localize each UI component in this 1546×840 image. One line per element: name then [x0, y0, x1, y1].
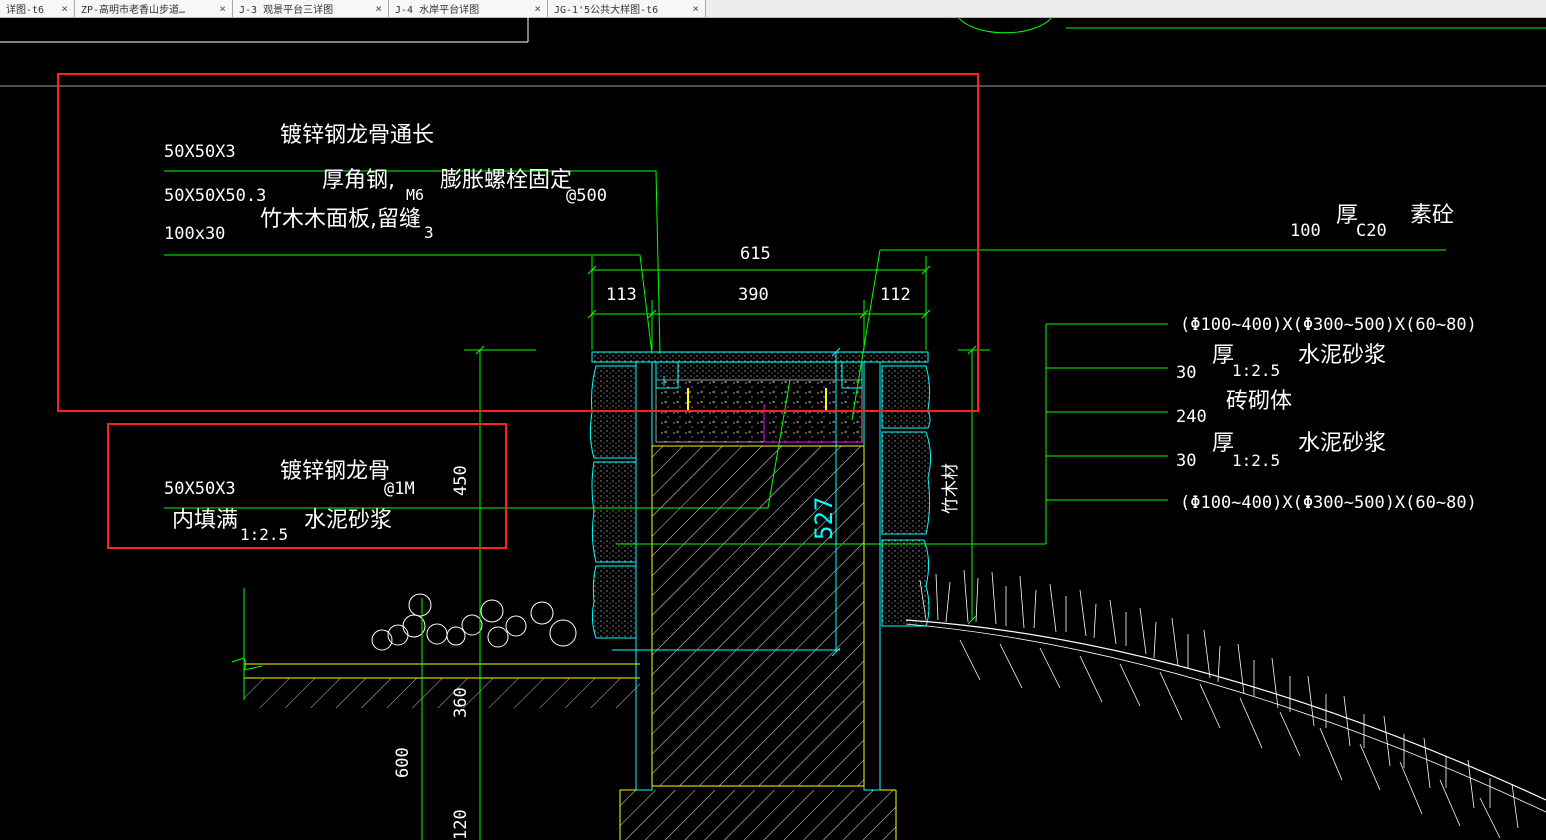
spec-spacing: @500: [566, 186, 607, 206]
close-icon[interactable]: ×: [692, 2, 699, 15]
tab-label: J-4 水岸平台详图: [395, 5, 480, 16]
leader-lines: [164, 170, 1446, 545]
mortar2-text-thick: 厚: [1212, 431, 1234, 456]
spec-text-angle: 厚角钢,: [322, 168, 395, 193]
mortar1-text: 水泥砂浆: [1298, 343, 1386, 368]
retaining-wall-section: [591, 351, 929, 840]
spec-size-keel: 50X50X3: [164, 142, 236, 162]
stone-cladding-left: [589, 365, 637, 639]
close-icon[interactable]: ×: [375, 2, 382, 15]
tab-drawing-3[interactable]: J-3 观景平台三详图 ×: [233, 0, 389, 17]
spec-gap: 3: [424, 223, 434, 242]
slab-thickness: 100: [1290, 221, 1321, 241]
background-frame: [0, 17, 1546, 87]
ground-left: [231, 588, 640, 708]
dim-height-527: 527: [810, 497, 838, 540]
mortar2-ratio: 1:2.5: [1232, 451, 1280, 470]
mortar1-ratio: 1:2.5: [1232, 361, 1280, 380]
mortar1-text-thick: 厚: [1212, 343, 1234, 368]
tab-label: ZP-高明市老香山步道…: [81, 5, 186, 16]
tab-bar: 详图-t6 × ZP-高明市老香山步道… × J-3 观景平台三详图 × J-4 水岸…: [0, 0, 1546, 18]
dim-middle: 390: [738, 285, 769, 305]
mortar2-text: 水泥砂浆: [1298, 431, 1386, 456]
dim-right: 112: [880, 285, 911, 305]
brick-thickness: 240: [1176, 407, 1207, 427]
spec-text-mortar: 水泥砂浆: [304, 508, 392, 533]
dim-lower-120: 120: [451, 809, 471, 840]
dim-total: 615: [740, 244, 771, 264]
spec-ratio: 1:2.5: [240, 525, 288, 544]
brick-text: 砖砌体: [1226, 389, 1292, 414]
highlight-box-keel: [107, 423, 507, 549]
inner-dimension: [612, 347, 841, 657]
highlight-box-deck: [57, 73, 979, 412]
slab-grade: C20: [1356, 221, 1387, 241]
spec-text-bolt: 膨胀螺栓固定: [440, 168, 572, 193]
annotation-group-right: 100 厚 C20 素砼 (Φ100~400)X(Φ300~500)X(60~8…: [941, 203, 1477, 514]
cad-drawing-canvas[interactable]: 50X50X3 镀锌钢龙骨通长 50X50X50.3 厚角钢, M6 膨胀螺栓固…: [0, 17, 1546, 840]
dim-left: 113: [606, 285, 637, 305]
spec-bolt-size: M6: [406, 186, 424, 204]
spec-text-fill: 内填满: [172, 508, 238, 533]
annotation-group-mid: 50X50X3 镀锌钢龙骨 @1M 内填满 1:2.5 水泥砂浆: [164, 459, 415, 544]
tab-drawing-2[interactable]: ZP-高明市老香山步道… ×: [75, 0, 233, 17]
dim-lower-360: 360: [451, 687, 471, 718]
tab-label: JG-1'5公共大样图-t6: [554, 5, 659, 16]
dim-lower-600: 600: [393, 747, 413, 778]
close-icon[interactable]: ×: [534, 2, 541, 15]
close-icon[interactable]: ×: [61, 2, 68, 15]
slab-text-concrete: 素砼: [1410, 203, 1454, 228]
vertical-label: 竹木材: [941, 463, 961, 514]
stone-cladding-right: [881, 365, 932, 627]
slab-text-thick: 厚: [1336, 203, 1358, 228]
mortar2-thickness: 30: [1176, 451, 1196, 471]
close-icon[interactable]: ×: [219, 2, 226, 15]
spec-size-keel-2: 50X50X3: [164, 479, 236, 499]
spec-size-board: 100x30: [164, 224, 225, 244]
tab-drawing-5[interactable]: JG-1'5公共大样图-t6 ×: [548, 0, 706, 17]
gravel-stones: [371, 593, 577, 651]
mortar1-thickness: 30: [1176, 363, 1196, 383]
tab-label: 详图-t6: [6, 5, 45, 16]
dimension-texts: 615 113 390 112 450 527 360 600 120: [393, 244, 911, 840]
stone-spec-2: (Φ100~400)X(Φ300~500)X(60~80): [1180, 493, 1477, 513]
spec-text-board: 竹木木面板,留缝: [260, 207, 421, 232]
tab-label: J-3 观景平台三详图: [239, 5, 334, 16]
spec-spacing-2: @1M: [384, 479, 415, 499]
slope-grass: [905, 569, 1546, 839]
spec-text-keel-2: 镀锌钢龙骨: [280, 459, 390, 484]
tab-drawing-1[interactable]: 详图-t6 ×: [0, 0, 75, 17]
dim-height-450: 450: [451, 465, 471, 496]
tab-drawing-4[interactable]: J-4 水岸平台详图 ×: [389, 0, 548, 17]
dimension-lines: [421, 256, 990, 840]
spec-size-angle: 50X50X50.3: [164, 186, 266, 206]
spec-text-keel: 镀锌钢龙骨通长: [280, 123, 434, 148]
annotation-group-top: 50X50X3 镀锌钢龙骨通长 50X50X50.3 厚角钢, M6 膨胀螺栓固…: [164, 123, 607, 244]
stone-spec-1: (Φ100~400)X(Φ300~500)X(60~80): [1180, 315, 1477, 335]
